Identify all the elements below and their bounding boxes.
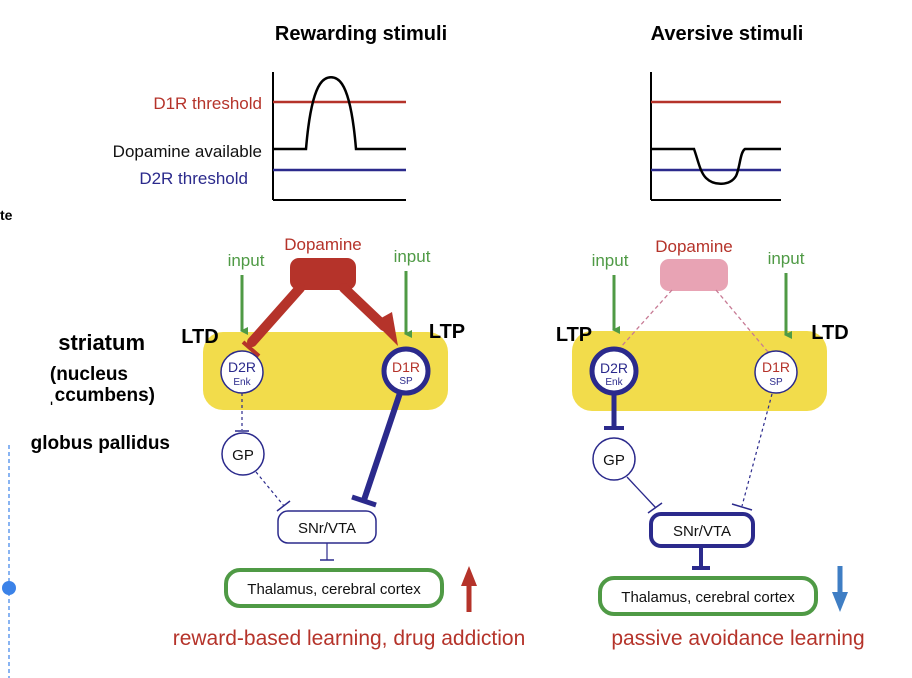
dopamine-burst-curve bbox=[273, 76, 406, 151]
inhibition-bar bbox=[351, 494, 377, 508]
striatum-label: striatum bbox=[58, 330, 145, 355]
decrease-arrow-icon bbox=[832, 592, 848, 612]
plasticity-label-right: LTP bbox=[429, 321, 465, 343]
d1r-to-snr-pathway bbox=[741, 393, 773, 507]
plasticity-label-left: LTP bbox=[556, 324, 592, 346]
plasticity-label-right: LTD bbox=[811, 322, 848, 344]
gp-label: GP bbox=[232, 447, 254, 464]
dopamine-to-d2r-projection bbox=[247, 283, 305, 347]
sp-label: SP bbox=[769, 377, 783, 388]
thalamus-cortex-node bbox=[224, 568, 444, 608]
aversive-title: Aversive stimuli bbox=[651, 23, 804, 45]
input-label-right: input bbox=[394, 247, 431, 266]
gp-to-snr-pathway bbox=[255, 471, 285, 507]
rewarding-title: Rewarding stimuli bbox=[275, 23, 447, 45]
enk-label: Enk bbox=[605, 377, 623, 388]
snr-vta-label: SNr/VTA bbox=[298, 520, 356, 537]
d1r-label: D1R bbox=[762, 359, 790, 375]
dopamine-source bbox=[290, 258, 356, 290]
selection-handle[interactable] bbox=[2, 581, 16, 595]
inhibition-bar bbox=[241, 340, 261, 358]
dopamine-source bbox=[660, 259, 728, 291]
dopamine-label: Dopamine bbox=[284, 235, 362, 254]
dopamine-to-d2r-projection bbox=[619, 289, 673, 349]
gp-label: GP bbox=[603, 452, 625, 469]
excitation-arrowhead bbox=[374, 312, 398, 346]
nucleus-label-line2: ˌccumbens) bbox=[48, 385, 155, 406]
gp-to-snr-pathway bbox=[626, 476, 657, 509]
rewarding-caption: reward-based learning, drug addiction bbox=[173, 627, 526, 650]
sp-label: SP bbox=[399, 376, 413, 387]
d2r-threshold-label: D2R threshold bbox=[139, 169, 248, 188]
d1r-neuron bbox=[381, 346, 431, 396]
dopamine-label: Dopamine bbox=[655, 237, 733, 256]
gp-node bbox=[221, 432, 265, 476]
input-label-left: input bbox=[592, 251, 629, 270]
input-label-right: input bbox=[768, 249, 805, 268]
inhibition-bar bbox=[731, 503, 753, 511]
increase-arrow-icon bbox=[461, 566, 477, 586]
d1r-to-snr-direct-pathway bbox=[361, 392, 403, 501]
d2r-label: D2R bbox=[600, 360, 628, 376]
dopamine-available-label: Dopamine available bbox=[113, 142, 262, 161]
gp-node bbox=[592, 437, 636, 481]
thalamus-cortex-label: Thalamus, cerebral cortex bbox=[247, 581, 421, 598]
inhibition-bar bbox=[276, 500, 291, 512]
d1r-threshold-label: D1R threshold bbox=[153, 94, 262, 113]
aversive-threshold-graph bbox=[650, 72, 781, 201]
striatum-region bbox=[572, 331, 827, 411]
dopamine-to-d1r-projection bbox=[339, 283, 389, 331]
nucleus-label-line1: (nucleus bbox=[50, 364, 128, 385]
dopamine-dip-curve bbox=[651, 147, 781, 185]
snr-vta-label: SNr/VTA bbox=[673, 523, 731, 540]
input-label-left: input bbox=[228, 251, 265, 270]
aversive-circuit: Dopamine input input LTP LTD D2R Enk D1R… bbox=[556, 237, 865, 650]
globus-pallidus-label: globus pallidus bbox=[31, 433, 170, 454]
thalamus-cortex-node bbox=[598, 576, 818, 616]
d2r-neuron bbox=[589, 346, 639, 396]
rewarding-threshold-graph bbox=[272, 72, 406, 201]
thalamus-cortex-label: Thalamus, cerebral cortex bbox=[621, 589, 795, 606]
enk-label: Enk bbox=[233, 377, 251, 388]
d1r-neuron bbox=[754, 350, 798, 394]
d2r-label: D2R bbox=[228, 359, 256, 375]
inhibition-bar bbox=[647, 502, 663, 514]
striatum-region bbox=[203, 332, 448, 410]
rewarding-circuit: Dopamine input input LTD LTP D2R Enk D1R… bbox=[173, 235, 526, 650]
aversive-caption: passive avoidance learning bbox=[611, 627, 864, 650]
d1r-label: D1R bbox=[392, 359, 420, 375]
plasticity-label-left: LTD bbox=[181, 326, 218, 348]
clipped-label: te bbox=[0, 207, 13, 223]
